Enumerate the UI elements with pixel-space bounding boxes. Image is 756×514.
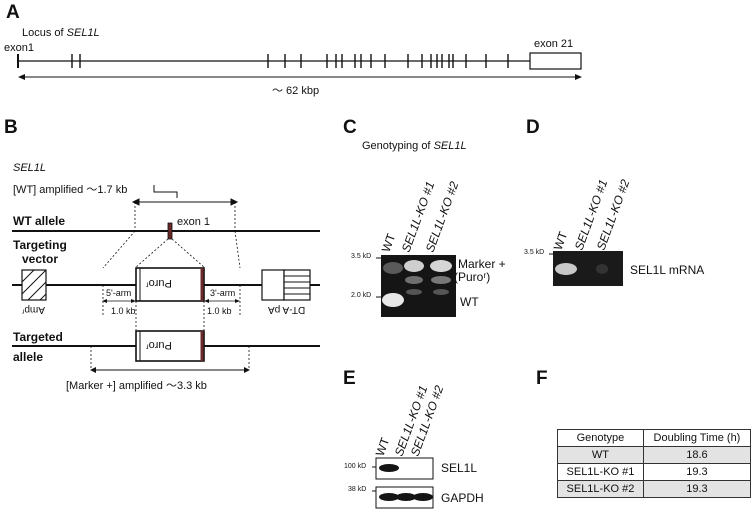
panel-f-letter: F [536, 368, 548, 389]
targeting-label-1: Targeting [13, 238, 67, 252]
table-cell-time: 19.3 [642, 480, 752, 498]
exon21-label: exon 21 [534, 38, 574, 50]
gene-locus-diagram [17, 52, 582, 80]
western-blots [372, 457, 434, 509]
table-header-genotype: Genotype [557, 429, 644, 447]
exon1-marker-label: exon 1 [177, 216, 211, 228]
dta-label: DT-A pA [268, 304, 306, 315]
panel-c-title: Genotyping of SEL1L [362, 140, 467, 152]
arm3-label: 3'-arm [210, 288, 236, 298]
doubling-time-table: Genotype Doubling Time (h) WT 18.6 SEL1L… [557, 429, 752, 498]
panel-b-gene: SEL1L [13, 162, 47, 174]
targeting-label-2: vector [22, 252, 59, 266]
exon1-label: exon1 [4, 42, 34, 54]
table-header-row: Genotype Doubling Time (h) [557, 429, 752, 447]
gel-c-band-marker: Marker + [458, 257, 506, 271]
panel-e-letter: E [343, 368, 356, 389]
targeted-label-2: allele [13, 350, 44, 364]
arm5-length: 1.0 kb [111, 306, 136, 316]
targeted-label-1: Targeted [13, 330, 63, 344]
gel-c-band-wt: WT [460, 295, 479, 309]
table-row: SEL1L-KO #2 19.3 [557, 480, 752, 498]
wt-allele-label: WT allele [13, 214, 66, 228]
table-cell-genotype: WT [557, 446, 644, 464]
blot-band-sel1l: SEL1L [441, 461, 478, 475]
table-row: SEL1L-KO #1 19.3 [557, 463, 752, 481]
blot-size-top: 100 kD [344, 463, 367, 470]
panel-b-letter: B [4, 117, 18, 138]
gel-c-size-high: 3.5 kD [351, 253, 372, 260]
table-cell-genotype: SEL1L-KO #2 [557, 480, 644, 498]
panel-a-letter: A [6, 2, 20, 23]
mrna-gel [549, 251, 623, 286]
targeting-diagram [12, 185, 320, 373]
table-cell-genotype: SEL1L-KO #1 [557, 463, 644, 481]
arm3-length: 1.0 kb [207, 306, 232, 316]
gel-d-size: 3.5 kD [524, 249, 545, 256]
table-cell-time: 18.6 [642, 446, 752, 464]
table-row: WT 18.6 [557, 446, 752, 464]
blot-band-gapdh: GAPDH [441, 491, 484, 505]
arm5-label: 5'-arm [106, 288, 132, 298]
wt-amplified-label: [WT] amplified ～1.7 kb [13, 184, 128, 196]
panel-d-letter: D [526, 117, 540, 138]
locus-length-label: ～ 62 kbp [272, 85, 320, 97]
panel-c-letter: C [343, 117, 357, 138]
marker-amplified-label: [Marker +] amplified ～3.3 kb [66, 380, 207, 392]
gel-c-band-puro: (Puroʳ) [454, 270, 491, 284]
puro-cassette-allele: Puroʳ [146, 339, 172, 351]
puro-cassette-vector: Puroʳ [146, 277, 172, 289]
gel-d-band-label: SEL1L mRNA [630, 263, 705, 277]
table-header-time: Doubling Time (h) [642, 429, 752, 447]
gel-c-size-low: 2.0 kD [351, 292, 372, 299]
blot-size-bottom: 38 kD [348, 486, 367, 493]
genotyping-gel [376, 255, 456, 317]
table-cell-time: 19.3 [642, 463, 752, 481]
amp-label: Ampʳ [22, 304, 45, 315]
panel-a-title: Locus of SEL1L [22, 27, 100, 39]
